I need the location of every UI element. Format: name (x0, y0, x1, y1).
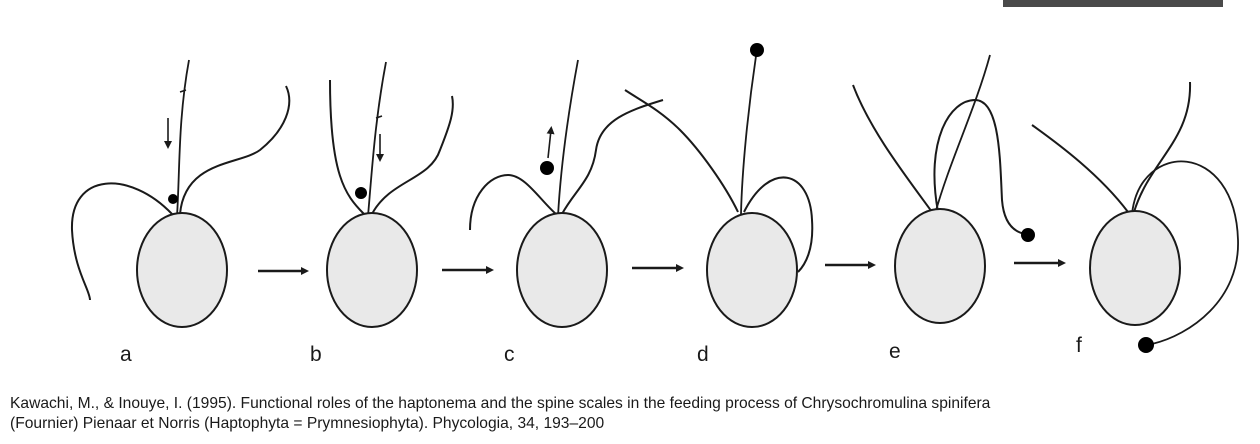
feeding-sequence-diagram: a b c d e (0, 0, 1260, 380)
prey-particle (540, 161, 554, 175)
cell-body (707, 213, 797, 327)
flagellum-right (562, 100, 663, 214)
haptonema (177, 60, 189, 216)
flagellum-left (853, 85, 932, 212)
prey-particle (750, 43, 764, 57)
flagellum-left (625, 90, 738, 212)
prey-particle (355, 187, 367, 199)
haptonema (368, 62, 386, 216)
caption-line-2: (Fournier) Pienaar et Norris (Haptophyta… (10, 414, 1250, 434)
figure-caption: Kawachi, M., & Inouye, I. (1995). Functi… (10, 394, 1250, 434)
panel-label-a: a (120, 343, 132, 366)
prey-particle (1021, 228, 1035, 242)
panel-label-e: e (889, 340, 901, 363)
panel-b: b (310, 62, 453, 366)
panel-c: c (470, 60, 663, 366)
caption-line-1: Kawachi, M., & Inouye, I. (1995). Functi… (10, 394, 1250, 414)
prey-particle (168, 194, 178, 204)
flagellum-right (372, 96, 453, 214)
cell-body (137, 213, 227, 327)
panel-label-f: f (1076, 334, 1082, 357)
prey-particle (1138, 337, 1154, 353)
cell-body (327, 213, 417, 327)
cell-body (895, 209, 985, 323)
flagellum-left (1032, 125, 1128, 212)
cell-body (517, 213, 607, 327)
flagellum-right (180, 86, 289, 214)
haptonema (558, 60, 578, 216)
panel-label-b: b (310, 343, 322, 366)
movement-arrow (548, 130, 551, 158)
panel-e: e (853, 55, 1035, 363)
panel-label-d: d (697, 343, 709, 366)
panel-f: f (1032, 82, 1238, 357)
cell-body (1090, 211, 1180, 325)
haptonema (935, 55, 990, 214)
flagellum-right (1134, 82, 1190, 212)
panel-d: d (625, 43, 812, 366)
haptonema (741, 56, 756, 214)
panel-label-c: c (504, 343, 515, 366)
panel-a: a (72, 60, 289, 366)
